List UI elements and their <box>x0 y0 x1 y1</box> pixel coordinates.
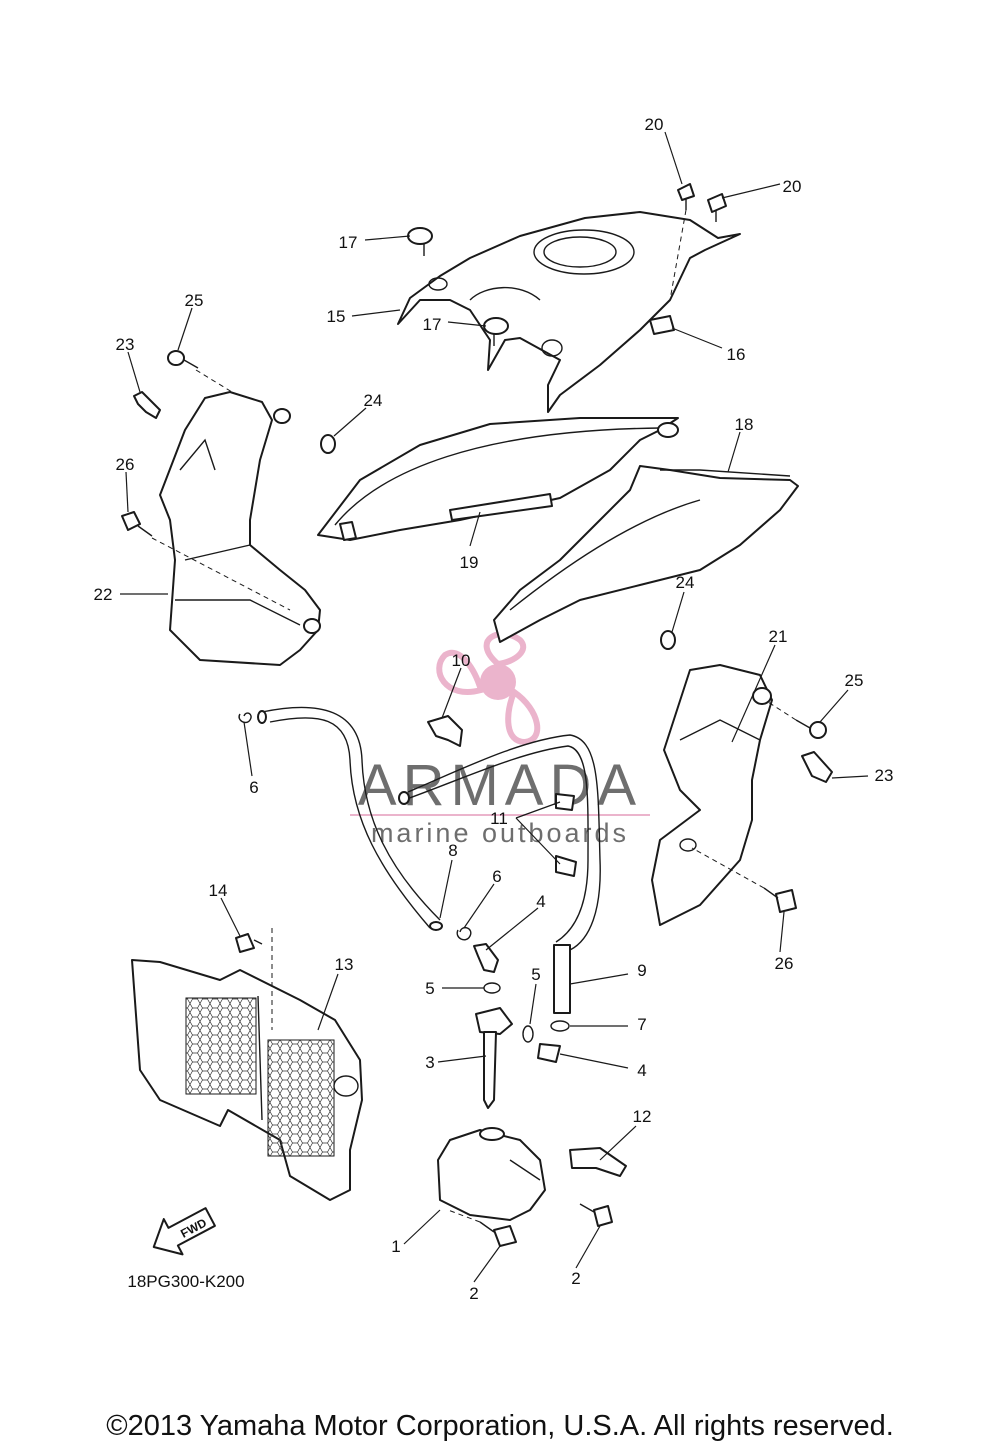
leader-lines <box>120 131 869 1283</box>
watermark-brand: ARMADA <box>358 753 642 818</box>
callout-5-left: 5 <box>425 979 434 998</box>
part-4-fitting-a <box>473 943 499 973</box>
part-9-hose <box>398 734 601 1014</box>
part-12-bracket <box>569 1147 627 1177</box>
callout-2-left: 2 <box>469 1284 478 1303</box>
part-21-right-shroud <box>651 664 773 926</box>
part-17-fastener-a <box>407 227 433 256</box>
callout-24-left: 24 <box>364 391 383 410</box>
callout-4-bottom: 4 <box>637 1061 646 1080</box>
callout-6-left: 6 <box>249 778 258 797</box>
part-11-clamp-b <box>555 855 577 877</box>
watermark-logo: ARMADA marine outboards <box>350 631 650 848</box>
part-2-bolt-b <box>579 1203 613 1227</box>
callout-25-left: 25 <box>185 291 204 310</box>
callout-15: 15 <box>327 307 346 326</box>
part-24-washer-right <box>660 630 676 650</box>
callout-23-right: 23 <box>875 766 894 785</box>
callout-20-right: 20 <box>783 177 802 196</box>
part-1-reservoir-tank <box>437 1127 546 1221</box>
callout-8: 8 <box>448 841 457 860</box>
part-26-bolt-right <box>763 887 797 913</box>
part-6-clip-a <box>238 712 252 724</box>
part-3-pipe <box>475 1007 513 1109</box>
callout-6-mid: 6 <box>492 867 501 886</box>
forward-direction-arrow: FWD <box>152 1207 216 1256</box>
part-25-screw-left <box>167 350 199 369</box>
callout-24-right: 24 <box>676 573 695 592</box>
callout-7: 7 <box>637 1015 646 1034</box>
callout-numbers: 20 20 17 15 17 16 25 23 24 26 22 18 19 2… <box>94 115 894 1303</box>
callout-26-right: 26 <box>775 954 794 973</box>
part-23-clip-right <box>801 751 833 783</box>
callout-21: 21 <box>769 627 788 646</box>
callout-1: 1 <box>391 1237 400 1256</box>
alignment-lines <box>151 209 797 1223</box>
callout-3: 3 <box>425 1053 434 1072</box>
part-14-bolt <box>235 933 263 953</box>
part-6-clip-b <box>456 926 472 941</box>
part-20-bolt-b <box>707 193 727 222</box>
callout-12: 12 <box>633 1107 652 1126</box>
callout-17-mid: 17 <box>423 315 442 334</box>
callout-11: 11 <box>490 809 508 828</box>
part-19-side-cover <box>317 417 679 541</box>
part-4-fitting-b <box>537 1043 561 1063</box>
callout-25-right: 25 <box>845 671 864 690</box>
callout-10: 10 <box>452 651 471 670</box>
callout-26-left: 26 <box>116 455 135 474</box>
part-20-bolt-a <box>677 183 695 210</box>
part-25-screw-right <box>795 719 827 739</box>
callout-23-left: 23 <box>116 335 135 354</box>
callout-13: 13 <box>335 955 354 974</box>
part-22-left-shroud <box>159 391 321 666</box>
callout-5-right: 5 <box>531 965 540 984</box>
callout-9: 9 <box>637 961 646 980</box>
part-10-clamp <box>427 715 463 747</box>
part-7-clip <box>550 1020 570 1032</box>
callout-18: 18 <box>735 415 754 434</box>
callout-20-top: 20 <box>645 115 664 134</box>
part-18-side-cover-right <box>493 465 799 643</box>
part-5-clip-b <box>522 1025 534 1043</box>
callout-22: 22 <box>94 585 113 604</box>
part-23-clip-left <box>133 391 161 419</box>
callout-19: 19 <box>460 553 479 572</box>
watermark-tagline: marine outboards <box>371 818 629 848</box>
part-24-washer-left <box>320 434 336 454</box>
diagram-code: 18PG300-K200 <box>127 1272 244 1291</box>
copyright-notice: ©2013 Yamaha Motor Corporation, U.S.A. A… <box>106 1410 894 1442</box>
part-5-clip-a <box>483 982 501 994</box>
part-13-radiator-guard <box>131 959 363 1201</box>
part-26-bolt-left <box>121 511 153 537</box>
part-8-hose <box>257 706 443 931</box>
part-2-bolt-a <box>479 1221 517 1247</box>
part-15-top-cover <box>397 211 741 413</box>
callout-14: 14 <box>209 881 228 900</box>
part-16-grommet <box>649 315 675 335</box>
callout-17-top: 17 <box>339 233 358 252</box>
callout-2-right: 2 <box>571 1269 580 1288</box>
callout-16: 16 <box>727 345 746 364</box>
callout-4-top: 4 <box>536 892 545 911</box>
